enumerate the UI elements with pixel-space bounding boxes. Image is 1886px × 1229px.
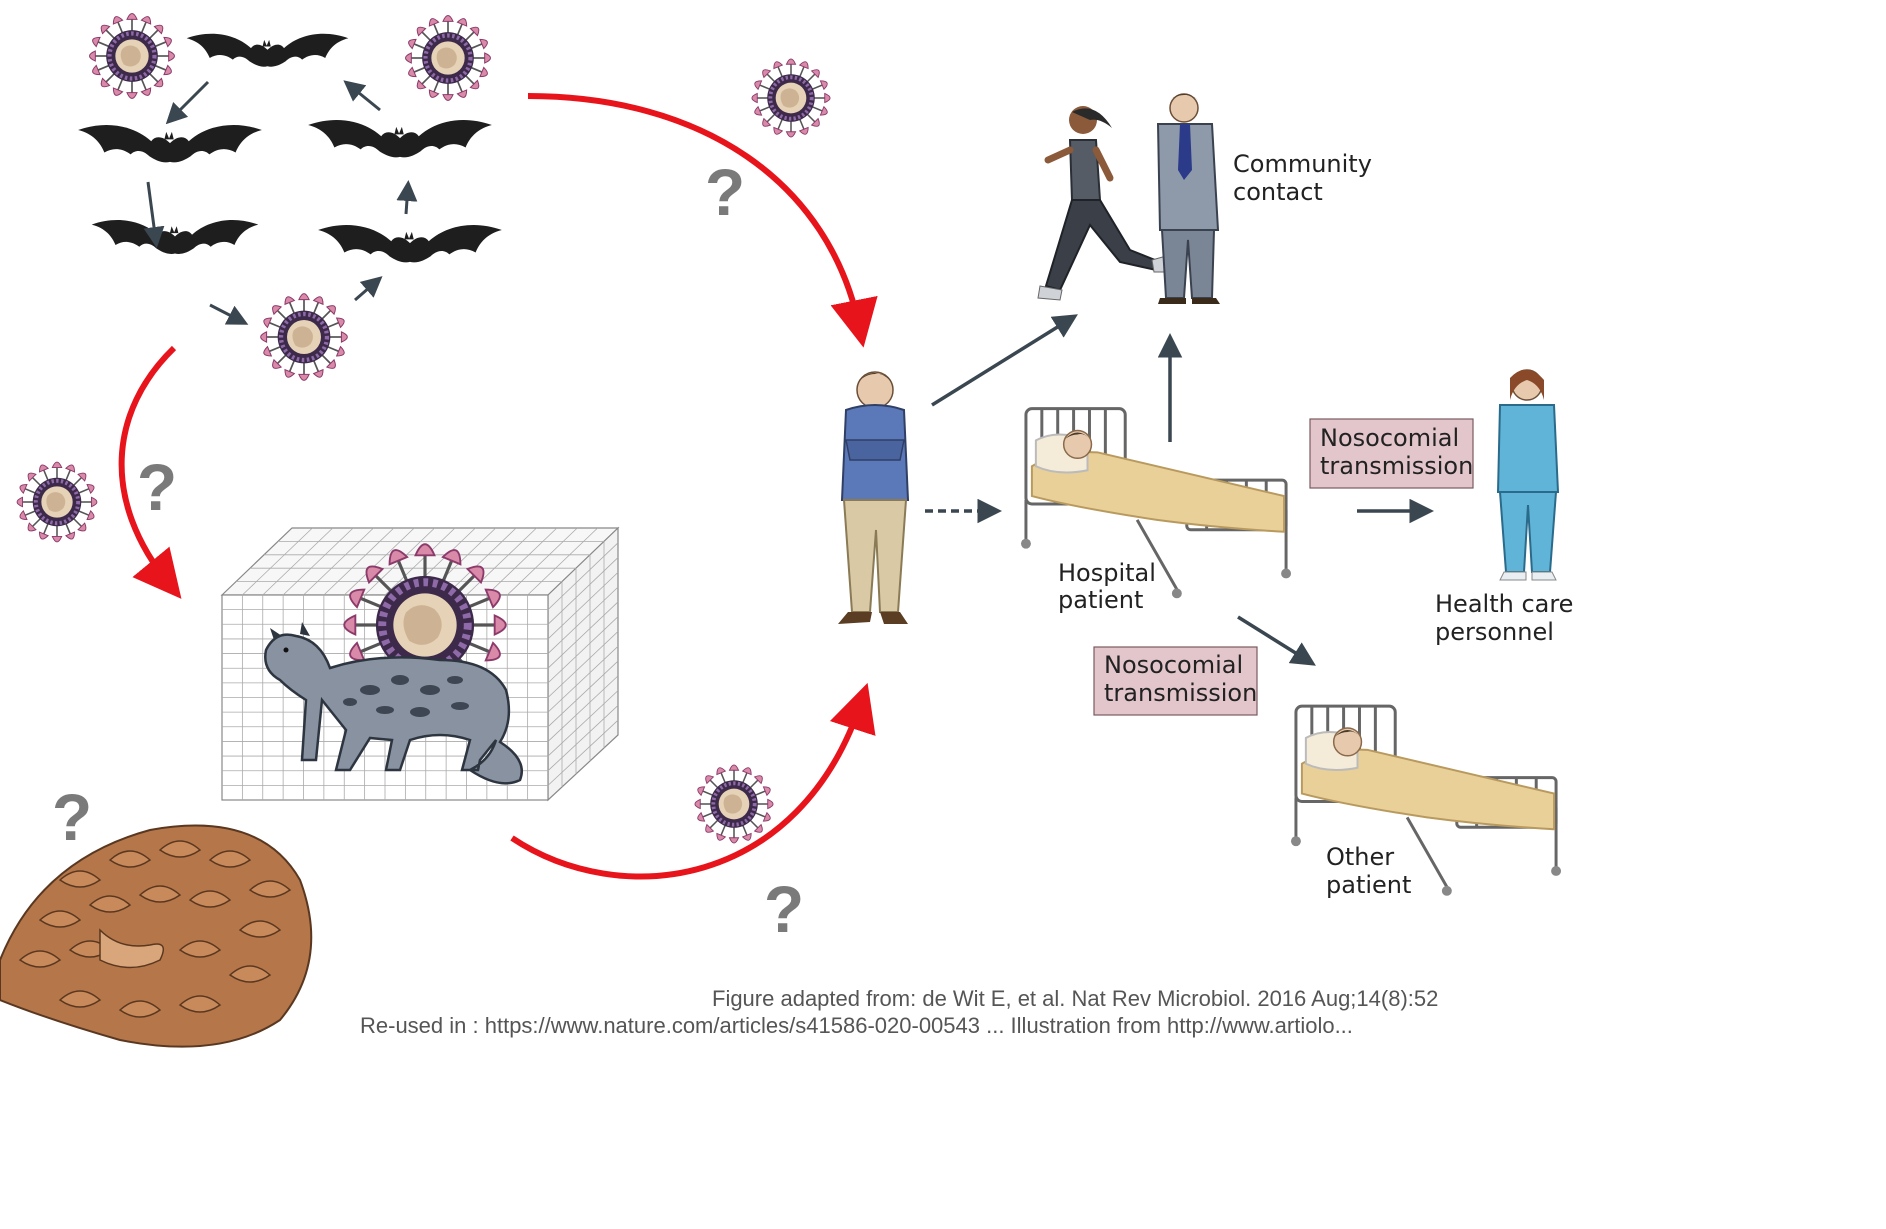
nosocomial-box-1: Nosocomial transmission <box>1310 419 1473 488</box>
pangolin-icon <box>0 826 311 1047</box>
runner-icon <box>1038 106 1166 300</box>
businessman-icon <box>1158 94 1220 304</box>
health-care-worker-icon <box>1498 369 1558 580</box>
nosocomial-2-line1: Nosocomial <box>1104 651 1243 679</box>
bat-2 <box>78 125 262 162</box>
question-mark: ? <box>764 872 804 946</box>
hospital-patient-label-line2: patient <box>1058 586 1143 614</box>
virus-icon <box>17 462 97 542</box>
other-patient-label: Other patient <box>1326 843 1411 899</box>
nosocomial-1-line2: transmission <box>1320 452 1473 480</box>
question-mark: ? <box>705 155 745 229</box>
virus-icon <box>406 16 491 101</box>
nosocomial-box-2: Nosocomial transmission <box>1094 647 1257 715</box>
health-care-label-line1: Health care <box>1435 590 1573 618</box>
health-care-label-line2: personnel <box>1435 618 1554 646</box>
figure-credit: Figure adapted from: de Wit E, et al. Na… <box>360 986 1438 1038</box>
health-care-label: Health care personnel <box>1435 590 1573 646</box>
arrow-bats-to-human <box>528 96 860 330</box>
other-patient-label-line1: Other <box>1326 843 1394 871</box>
hospital-patient-label-line1: Hospital <box>1058 559 1156 587</box>
bat-1 <box>187 34 349 67</box>
credit-line-1: Figure adapted from: de Wit E, et al. Na… <box>712 986 1438 1011</box>
credit-line-2: Re-used in : https://www.nature.com/arti… <box>360 1013 1353 1038</box>
hospital-patient-label: Hospital patient <box>1058 559 1156 614</box>
question-mark: ? <box>137 450 177 524</box>
community-contact-label-line1: Community <box>1233 150 1372 178</box>
bat-4 <box>92 220 259 254</box>
nosocomial-2-line2: transmission <box>1104 679 1257 707</box>
community-contact-label: Community contact <box>1233 150 1372 206</box>
bat-5 <box>318 225 502 262</box>
arrow-human-to-community <box>932 318 1072 405</box>
nosocomial-1-line1: Nosocomial <box>1320 424 1459 452</box>
bat-cycle-arrows <box>148 82 408 322</box>
virus-icon <box>261 294 348 381</box>
infected-person-icon <box>838 372 908 624</box>
bat-3 <box>308 120 492 157</box>
community-contact-label-line2: contact <box>1233 178 1323 206</box>
virus-icon <box>90 14 175 99</box>
question-mark: ? <box>52 780 92 854</box>
virus-icon <box>695 765 773 843</box>
virus-icon <box>752 59 830 137</box>
other-patient-label-line2: patient <box>1326 871 1411 899</box>
